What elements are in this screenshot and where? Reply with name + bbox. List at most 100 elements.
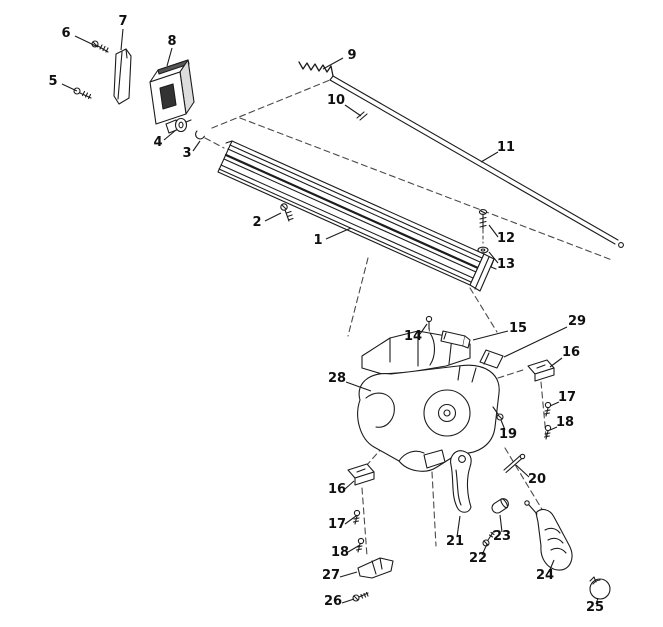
part-number-label: 9 bbox=[347, 48, 356, 63]
part-number-label: 22 bbox=[469, 551, 487, 566]
part-2-screw bbox=[280, 203, 294, 222]
callout-leader-line bbox=[74, 35, 99, 48]
callout-10: 10 bbox=[327, 93, 362, 117]
part-number-label: 17 bbox=[558, 390, 576, 405]
part-19-screw bbox=[492, 406, 504, 421]
callout-16: 16 bbox=[549, 345, 580, 368]
callout-leader-line bbox=[345, 381, 372, 392]
callout-16: 16 bbox=[328, 480, 355, 497]
callout-leader-line bbox=[419, 323, 428, 335]
part-number-label: 19 bbox=[499, 427, 517, 442]
part-number-label: 2 bbox=[252, 215, 261, 230]
callout-leader-line bbox=[549, 401, 560, 407]
part-number-label: 5 bbox=[48, 74, 57, 89]
part-24-handle bbox=[524, 500, 573, 571]
part-number-label: 14 bbox=[404, 329, 422, 344]
callout-leader-line bbox=[515, 464, 530, 478]
part-18-screw-right bbox=[543, 424, 552, 440]
callout-17: 17 bbox=[328, 515, 357, 532]
part-17-screw-right bbox=[543, 401, 552, 417]
part-number-label: 12 bbox=[497, 231, 515, 246]
part-3-retainer-clip bbox=[195, 130, 205, 140]
callout-leader-line bbox=[503, 326, 568, 358]
part-number-label: 23 bbox=[493, 529, 511, 544]
part-number-label: 15 bbox=[509, 321, 527, 336]
part-number-label: 8 bbox=[167, 34, 176, 49]
callout-leader-line bbox=[264, 212, 282, 222]
part-6-screw bbox=[91, 40, 109, 53]
part-4-knob-disc bbox=[174, 117, 192, 133]
callout-leader-line bbox=[344, 515, 357, 525]
callout-22: 22 bbox=[469, 543, 488, 566]
callout-3: 3 bbox=[182, 140, 201, 161]
callout-leader-line bbox=[549, 357, 563, 368]
callout-leader-line bbox=[347, 544, 361, 553]
callout-8: 8 bbox=[166, 34, 177, 67]
callout-13: 13 bbox=[488, 251, 515, 272]
part-16-clip-right bbox=[527, 359, 555, 382]
callout-2: 2 bbox=[252, 212, 282, 230]
callout-27: 27 bbox=[322, 568, 358, 583]
part-number-label: 29 bbox=[568, 314, 586, 329]
part-12-screw bbox=[478, 209, 488, 230]
callout-leader-line bbox=[344, 104, 362, 117]
fence-head-assembly bbox=[357, 315, 526, 547]
callout-15: 15 bbox=[472, 321, 527, 341]
part-21-cam-lever bbox=[450, 450, 472, 513]
part-8-clamp-block bbox=[149, 59, 195, 134]
part-number-label: 13 bbox=[497, 257, 515, 272]
callout-leader-line bbox=[341, 598, 355, 604]
callout-leader-line bbox=[548, 559, 555, 573]
part-number-label: 18 bbox=[331, 545, 349, 560]
part-number-label: 7 bbox=[118, 14, 127, 29]
callout-19: 19 bbox=[499, 419, 517, 442]
part-number-label: 17 bbox=[328, 517, 346, 532]
part-number-label: 16 bbox=[328, 482, 346, 497]
callout-leader-line bbox=[549, 426, 558, 431]
callout-25: 25 bbox=[586, 597, 604, 615]
part-1-fence-bar bbox=[217, 140, 497, 292]
callout-24: 24 bbox=[536, 559, 555, 583]
callout-leader-line bbox=[488, 224, 499, 238]
part-23-sleeve bbox=[491, 498, 509, 514]
callout-6: 6 bbox=[61, 26, 99, 48]
callout-5: 5 bbox=[48, 74, 78, 92]
rod-detent-detail bbox=[356, 111, 368, 121]
part-number-label: 16 bbox=[562, 345, 580, 360]
callout-18: 18 bbox=[549, 415, 574, 431]
callout-leader-line bbox=[500, 419, 506, 431]
callout-9: 9 bbox=[322, 48, 357, 70]
callout-leader-line bbox=[166, 47, 173, 67]
callout-leader-line bbox=[163, 129, 177, 141]
part-13-washer bbox=[477, 246, 489, 254]
part-number-label: 6 bbox=[61, 26, 70, 41]
callout-leader-line bbox=[61, 83, 78, 92]
part-number-label: 4 bbox=[153, 135, 162, 150]
callout-leader-line bbox=[339, 571, 358, 578]
callout-leader-line bbox=[595, 597, 599, 605]
callout-28: 28 bbox=[328, 371, 372, 392]
part-16-clip-left bbox=[347, 463, 375, 486]
part-number-label: 3 bbox=[182, 146, 191, 161]
callout-4: 4 bbox=[153, 129, 177, 150]
callout-leader-line bbox=[488, 251, 499, 264]
callout-26: 26 bbox=[324, 594, 355, 609]
part-number-label: 10 bbox=[327, 93, 345, 108]
callout-29: 29 bbox=[503, 314, 586, 358]
callout-21: 21 bbox=[446, 515, 464, 549]
part-number-label: 27 bbox=[322, 568, 340, 583]
callout-11: 11 bbox=[480, 140, 515, 163]
callout-23: 23 bbox=[493, 514, 511, 544]
part-number-label: 1 bbox=[313, 233, 322, 248]
part-17-screw-left bbox=[352, 509, 361, 525]
part-7-plate bbox=[113, 48, 132, 105]
part-5-screw bbox=[73, 87, 92, 100]
callout-leader-line bbox=[480, 151, 499, 163]
part-15-clip bbox=[440, 330, 471, 349]
part-27-pawl-bracket bbox=[357, 557, 394, 579]
part-25-knob bbox=[589, 576, 611, 600]
part-number-label: 28 bbox=[328, 371, 346, 386]
